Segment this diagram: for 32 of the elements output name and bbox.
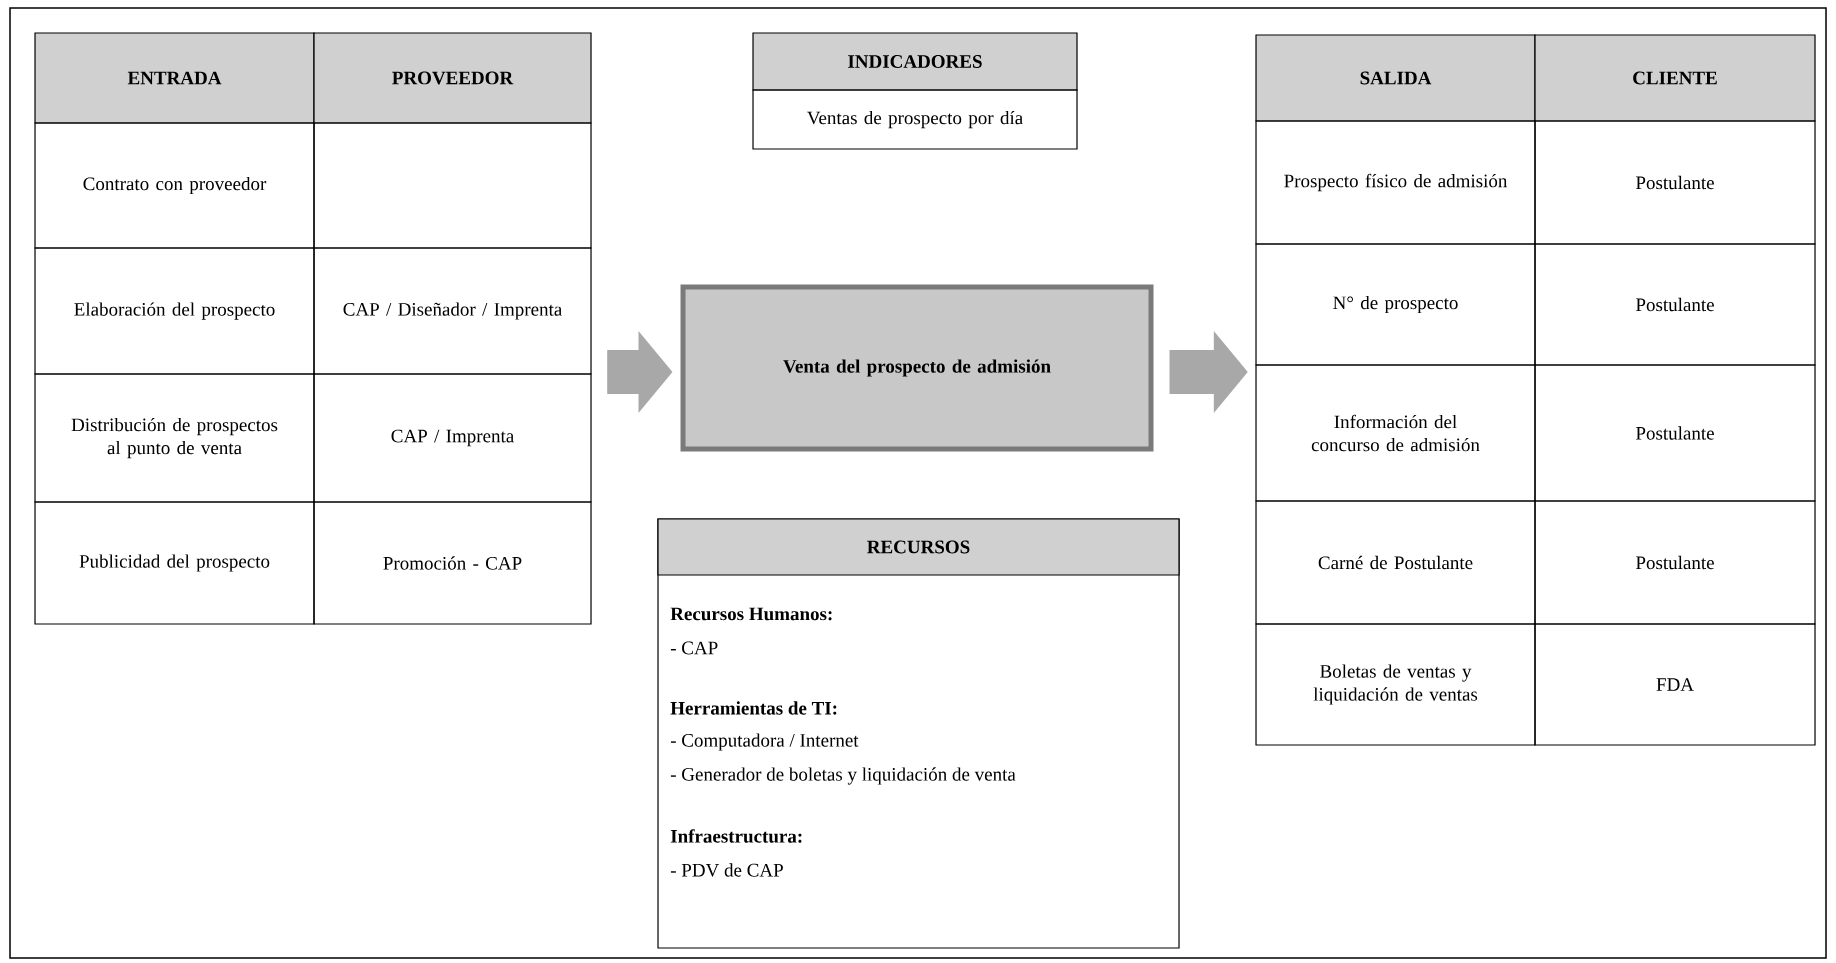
section-heading: Herramientas de TI: bbox=[670, 701, 837, 715]
section-heading: Infraestructura: bbox=[670, 829, 802, 843]
table-cell: Promoción - CAP bbox=[313, 501, 592, 625]
list-item: - Generador de boletas y liquidación de venta bbox=[670, 767, 1016, 785]
table-cell: Contrato con proveedor bbox=[34, 122, 315, 249]
table-cell: Postulante bbox=[1534, 364, 1816, 502]
table-cell: Postulante bbox=[1534, 243, 1816, 366]
list-item: - Computadora / Internet bbox=[670, 733, 859, 751]
table-cell: CAP / Diseñador / Imprenta bbox=[313, 247, 592, 375]
header-cell: ENTRADA bbox=[34, 32, 315, 124]
list-item: - CAP bbox=[670, 641, 718, 655]
header-cell: RECURSOS bbox=[657, 518, 1180, 576]
table-cell: Postulante bbox=[1534, 120, 1816, 245]
header-cell: CLIENTE bbox=[1534, 34, 1816, 122]
table-cell: Información del concurso de admisión bbox=[1255, 364, 1536, 502]
process-box: Venta del prospecto de admisión bbox=[680, 284, 1154, 452]
header-cell: PROVEEDOR bbox=[313, 32, 592, 124]
table-cell: Publicidad del prospecto bbox=[34, 501, 315, 625]
table-cell: Boletas de ventas y liquidación de ventas bbox=[1255, 623, 1536, 746]
table-cell: FDA bbox=[1534, 623, 1816, 746]
table-cell: Ventas de prospecto por día bbox=[752, 89, 1078, 150]
table-cell: Prospecto físico de admisión bbox=[1255, 120, 1536, 245]
table-cell: Carné de Postulante bbox=[1255, 500, 1536, 625]
table-cell: CAP / Imprenta bbox=[313, 373, 592, 503]
header-cell: INDICADORES bbox=[752, 32, 1078, 91]
table-cell: Distribución de prospectos al punto de venta bbox=[34, 373, 315, 503]
section-heading: Recursos Humanos: bbox=[670, 607, 832, 621]
table-cell: N° de prospecto bbox=[1255, 243, 1536, 366]
header-cell: SALIDA bbox=[1255, 34, 1536, 122]
list-item: - PDV de CAP bbox=[670, 863, 783, 877]
table-cell: Elaboración del prospecto bbox=[34, 247, 315, 375]
table-cell: Postulante bbox=[1534, 500, 1816, 625]
